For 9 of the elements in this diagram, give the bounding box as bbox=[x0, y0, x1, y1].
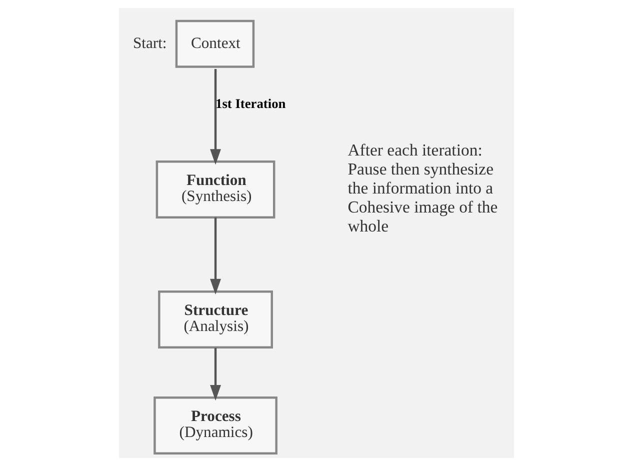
arrow bbox=[210, 68, 220, 165]
edge-label: 1st Iteration bbox=[215, 96, 286, 112]
node-box: Structure (Analysis) bbox=[158, 290, 272, 348]
node-label: Start: bbox=[132, 34, 166, 52]
node-box: Function (Synthesis) bbox=[155, 160, 275, 218]
label: After each iteration: Pause then synthesize the information into a Cohesive image of the whole bbox=[347, 140, 498, 236]
arrow bbox=[210, 217, 220, 295]
node-box: Process (Dynamics) bbox=[153, 396, 277, 454]
arrow bbox=[210, 348, 220, 401]
